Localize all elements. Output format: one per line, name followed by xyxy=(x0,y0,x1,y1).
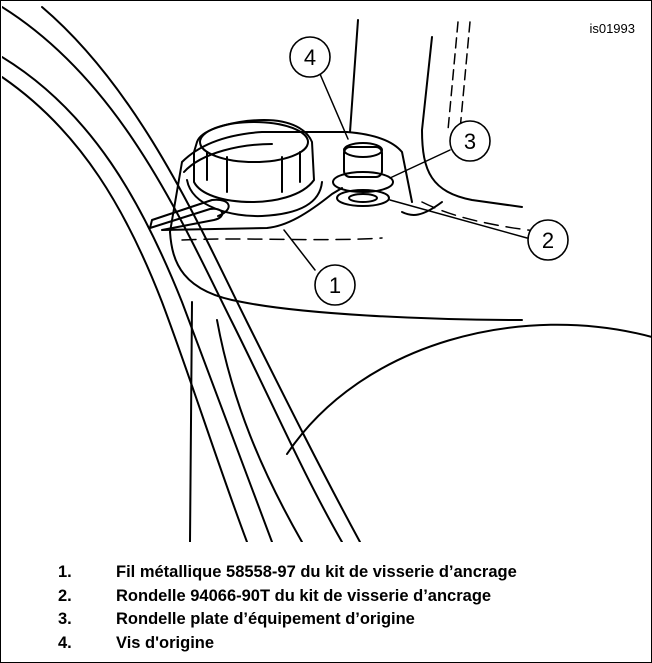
callout-circle-1 xyxy=(314,264,356,306)
callout-label-1: 1 xyxy=(329,273,341,298)
washer-flat xyxy=(332,171,394,193)
housing-dashed xyxy=(181,237,383,241)
bracket-dashed xyxy=(447,21,459,131)
housing-big-arc xyxy=(286,323,652,455)
bracket-dashed-2 xyxy=(459,21,471,131)
figure-id: is01993 xyxy=(589,21,635,36)
legend-number: 1. xyxy=(58,563,72,581)
callout-label-2: 2 xyxy=(542,228,554,253)
housing-curve-lower xyxy=(216,319,303,542)
legend-text: Vis d'origine xyxy=(116,633,215,652)
legend-number: 2. xyxy=(58,586,72,605)
housing-side-left xyxy=(189,301,193,542)
legend-item: 1. Fil métallique 58558-97 du kit de vis… xyxy=(58,561,517,585)
screw-top xyxy=(343,142,383,158)
callout-label-4: 4 xyxy=(304,45,316,70)
legend-number: 3. xyxy=(58,610,72,628)
housing-outline xyxy=(169,231,523,321)
bracket-post xyxy=(349,19,359,133)
hose-inner-1 xyxy=(2,56,273,542)
washer-anchor xyxy=(336,189,390,207)
legend-text: Rondelle plate d’équipement d’origine xyxy=(116,610,415,628)
callout-circle-2 xyxy=(527,219,569,261)
leader-3 xyxy=(389,149,451,179)
parts-legend: 1. Fil métallique 58558-97 du kit de vis… xyxy=(58,561,517,655)
leader-4 xyxy=(319,73,349,140)
hose-outer-2 xyxy=(41,6,361,542)
housing-rim xyxy=(169,131,413,233)
leader-1 xyxy=(283,229,316,271)
housing-rim-inner xyxy=(183,143,273,173)
legend-item: 3. Rondelle plate d’équipement d’origine xyxy=(58,608,517,632)
callout-circle-3 xyxy=(449,120,491,162)
callout-circle-4 xyxy=(289,36,331,78)
hose-outer-1 xyxy=(2,6,343,542)
bracket-outer xyxy=(401,201,443,216)
bracket-inner xyxy=(421,36,523,208)
technical-illustration: 4 3 2 1 xyxy=(2,6,652,542)
callout-label-3: 3 xyxy=(464,129,476,154)
fuel-cap-ridges xyxy=(206,151,301,193)
legend-text: Rondelle 94066-90T du kit de visserie d’… xyxy=(116,586,492,605)
fuel-cap-top xyxy=(199,121,309,163)
legend-number: 4. xyxy=(58,633,72,652)
leader-2 xyxy=(389,199,528,239)
washer-anchor-inner xyxy=(348,193,378,203)
fuel-cap-base xyxy=(186,179,323,218)
legend-text: Fil métallique 58558-97 du kit de visser… xyxy=(116,563,517,581)
legend-item: 2. Rondelle 94066-90T du kit de visserie… xyxy=(58,585,517,609)
legend-item: 4. Vis d'origine xyxy=(58,632,517,656)
hose-inner-2 xyxy=(2,76,248,542)
screw-head xyxy=(343,146,383,178)
anchor-wire xyxy=(149,187,343,231)
